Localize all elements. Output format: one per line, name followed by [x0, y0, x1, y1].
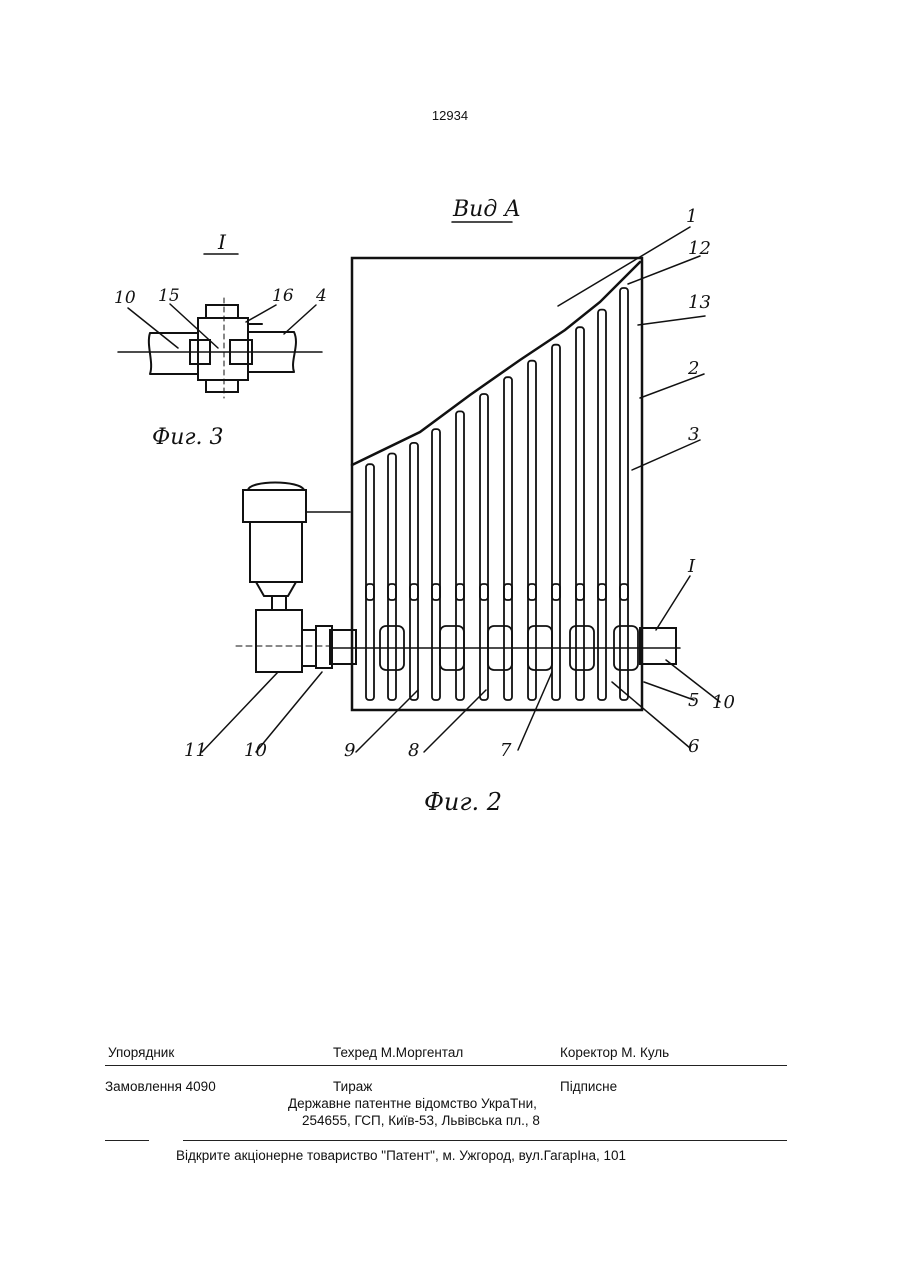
plate-slot: [528, 361, 536, 600]
callout-detail-I: I: [687, 556, 696, 577]
plate-slot-lower: [480, 584, 488, 700]
plate-slot-lower: [388, 584, 396, 700]
callout-8: 8: [408, 740, 419, 761]
plate-slot-lower: [620, 584, 628, 700]
detail-label: I: [217, 230, 227, 254]
plate-slot: [432, 429, 440, 600]
order-label: Замовлення 4090: [105, 1079, 216, 1094]
divider-short: [105, 1140, 149, 1141]
callout-13: 13: [688, 292, 711, 313]
callout-10-left: 10: [244, 740, 267, 761]
plate-slot: [456, 411, 464, 600]
callout-11: 11: [184, 740, 207, 761]
fig3-caption: Фиг. 3: [152, 425, 224, 450]
callout-16: 16: [272, 286, 294, 306]
view-label: Вид А: [452, 197, 521, 222]
callout-12: 12: [688, 238, 711, 259]
callout-10-right: 10: [712, 692, 735, 713]
divider-long: [183, 1140, 787, 1141]
plate-slot-lower: [552, 584, 560, 700]
fig2-caption: Фиг. 2: [424, 788, 502, 816]
callout-4: 4: [315, 286, 327, 306]
plate-slot: [552, 345, 560, 600]
office-line-2: 254655, ГСП, Київ-53, Львівська пл., 8: [302, 1113, 540, 1128]
corrector-label: Коректор М. Куль: [560, 1045, 669, 1060]
plate-slot-lower: [528, 584, 536, 700]
circulation-label: Тираж: [333, 1079, 372, 1094]
plate-slot: [410, 443, 418, 600]
printer-line: Відкрите акціонерне товариство "Патент",…: [176, 1148, 626, 1163]
callout-1: 1: [686, 206, 697, 227]
callout-2: 2: [687, 358, 699, 379]
plate-slot: [388, 454, 396, 600]
plate-slot-lower: [366, 584, 374, 700]
plate-slot: [598, 310, 606, 600]
plate-slot: [366, 464, 374, 600]
divider: [105, 1065, 787, 1066]
plate-slot-lower: [410, 584, 418, 700]
callout-10-fig3: 10: [114, 288, 136, 308]
techred-label: Техред М.Моргентал: [333, 1045, 463, 1060]
callout-7: 7: [500, 740, 512, 761]
callout-15: 15: [158, 286, 180, 306]
callout-3: 3: [688, 424, 699, 445]
plate-slot: [504, 377, 512, 600]
plate-slot-lower: [504, 584, 512, 700]
signed-label: Підписне: [560, 1079, 617, 1094]
office-line-1: Державне патентне відомство УкраТни,: [288, 1096, 537, 1111]
plate-slot: [620, 288, 628, 600]
callout-9: 9: [344, 740, 355, 761]
plate-slot-lower: [432, 584, 440, 700]
plate-slot: [480, 394, 488, 600]
fig3-detail: I 10 15 16 4 Фиг. 3: [114, 230, 327, 450]
compiler-label: Упорядник: [108, 1045, 174, 1060]
plate-slot-lower: [598, 584, 606, 700]
plate-slot-lower: [576, 584, 584, 700]
fig2-view-a: Вид А: [184, 197, 735, 816]
plate-slot-lower: [456, 584, 464, 700]
callout-6: 6: [688, 736, 699, 757]
plate-slot: [576, 327, 584, 600]
callout-5: 5: [688, 690, 699, 711]
